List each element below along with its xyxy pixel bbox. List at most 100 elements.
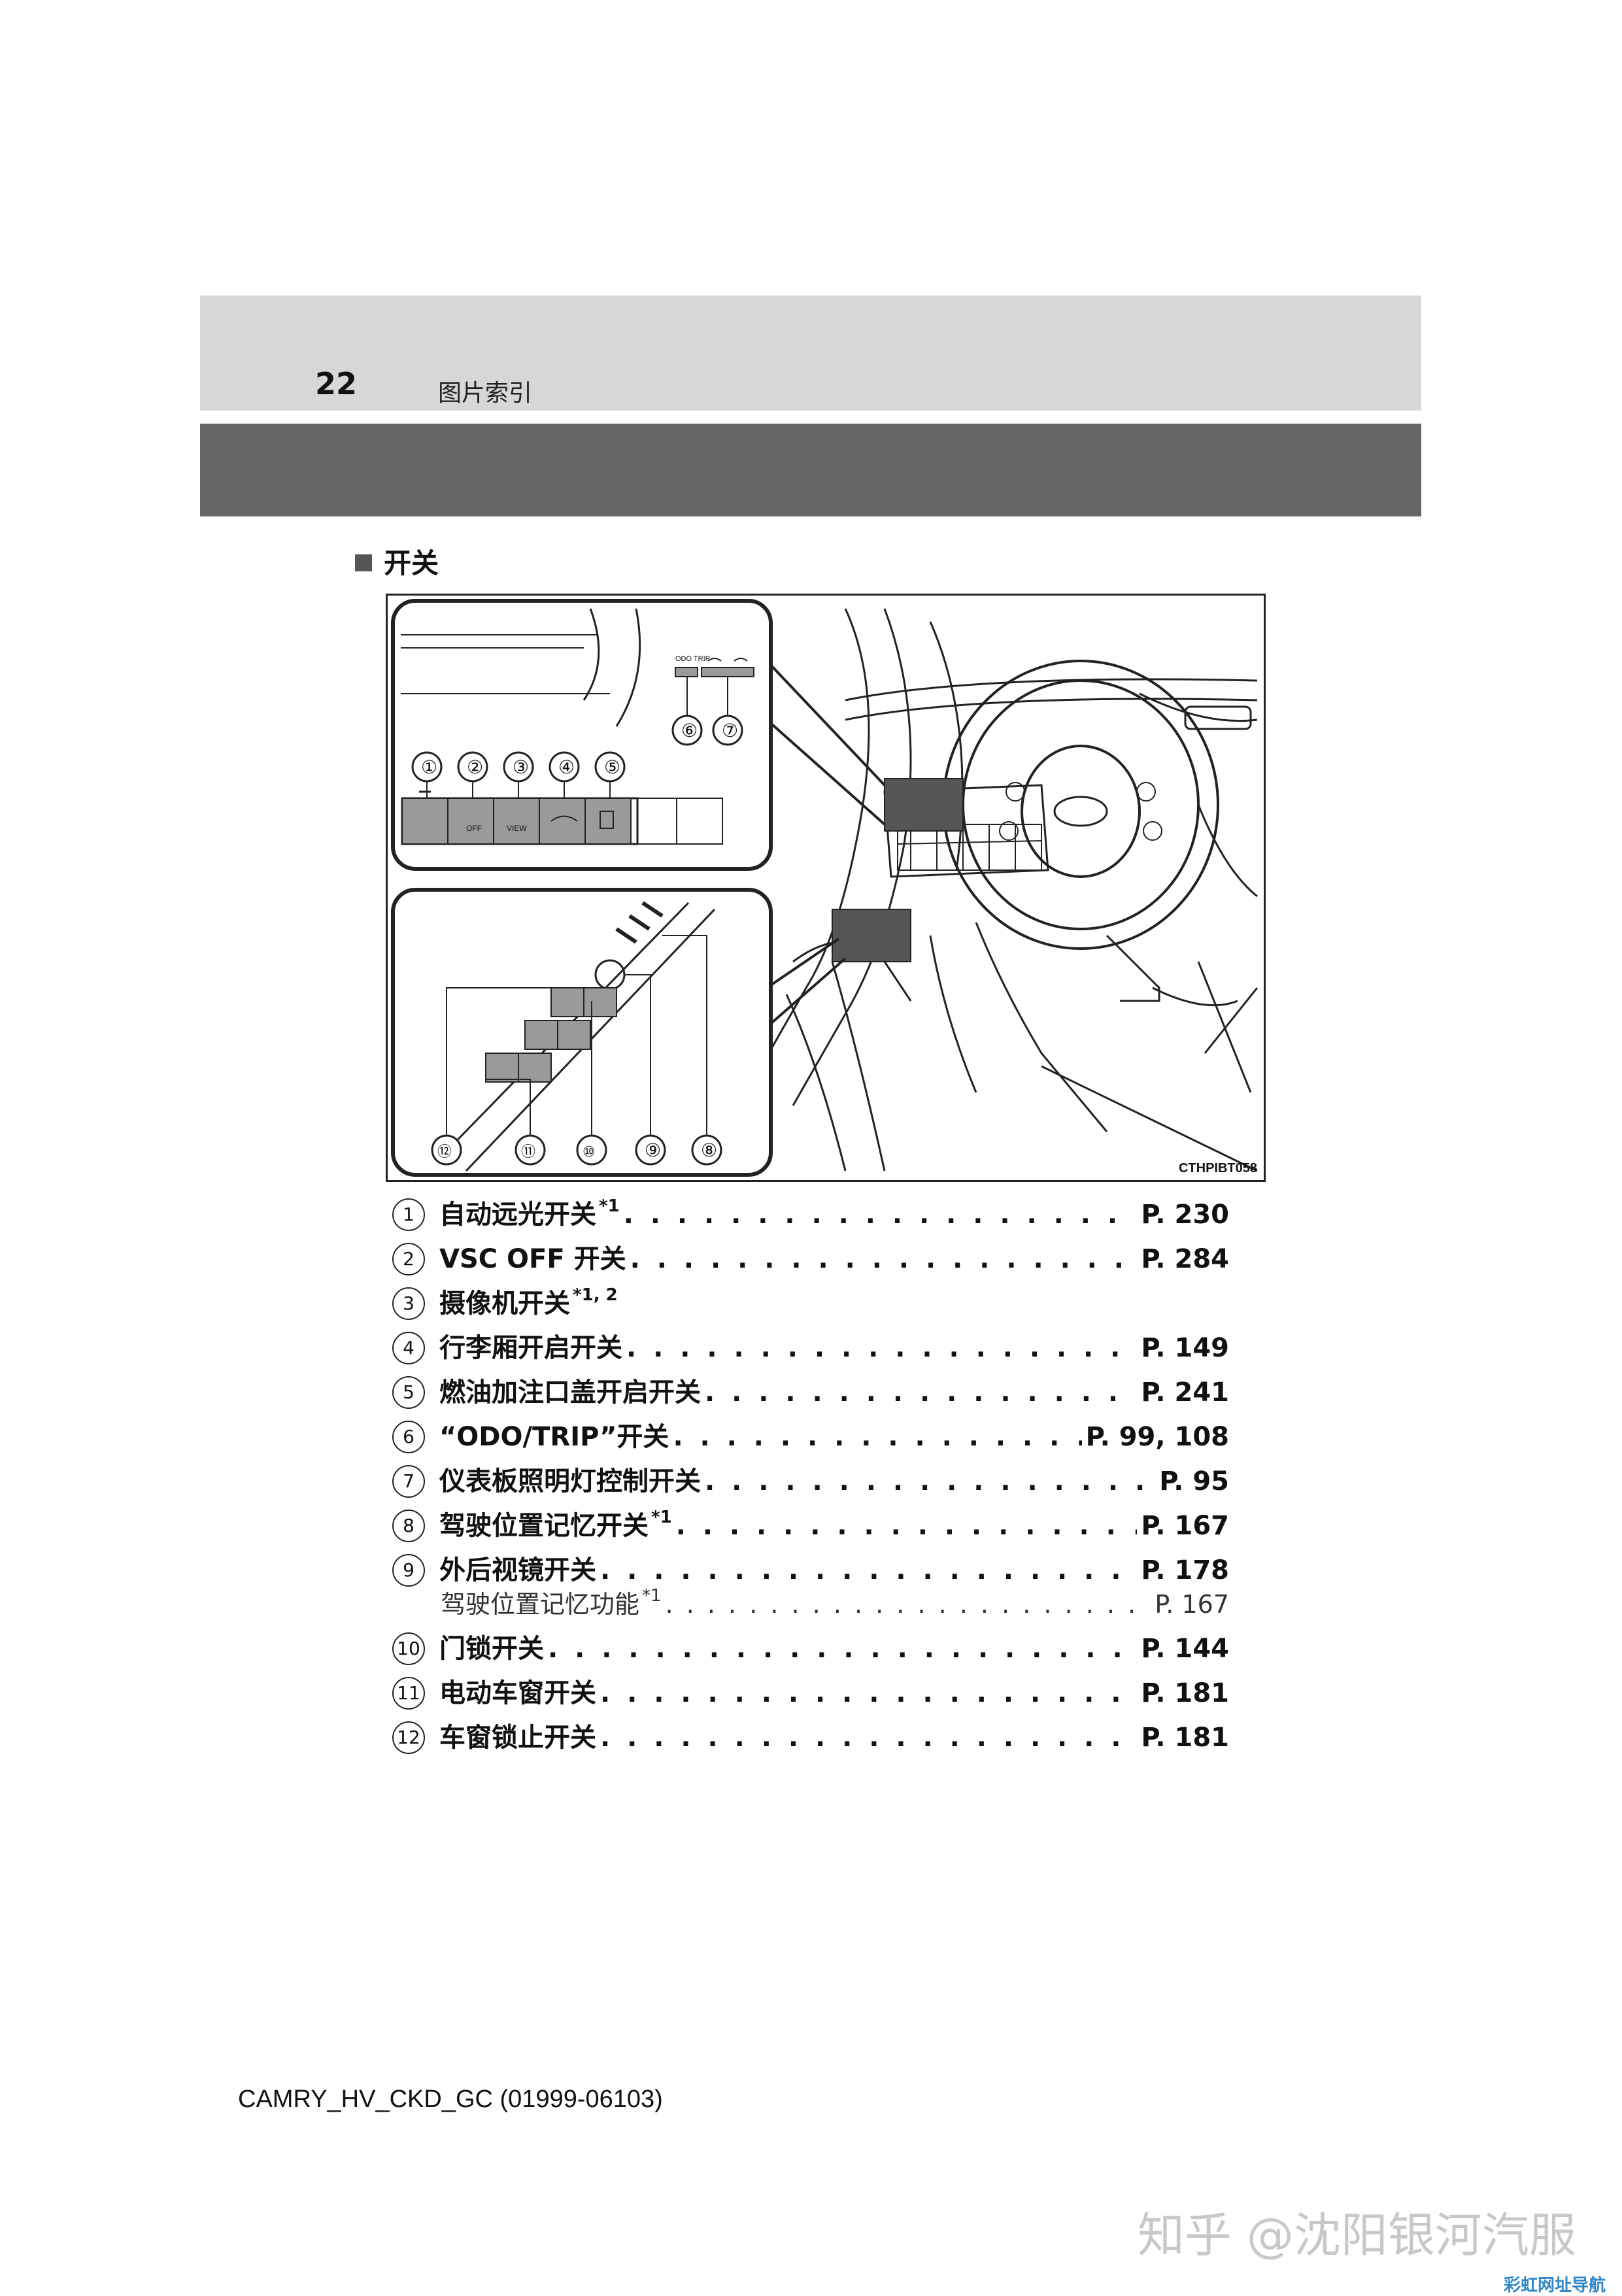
document-code: CAMRY_HV_CKD_GC (01999-06103): [238, 2085, 663, 2113]
callout-5: ⑤: [604, 757, 620, 777]
section-heading: 开关: [355, 541, 439, 581]
index-row: 3 摄像机开关*1, 2: [392, 1275, 1229, 1320]
switch-index-list: 1 自动远光开关*1 P. 230 2 VSC OFF 开关 P. 284 3 摄像机开关*1…: [392, 1187, 1229, 1754]
callout-12: ⑫: [437, 1143, 452, 1160]
watermark: 知乎 @沈阳银河汽服: [1138, 2208, 1576, 2263]
index-subrow: 驾驶位置记忆功能*1 P. 167: [392, 1586, 1229, 1621]
leader-dots: [548, 1632, 1137, 1665]
index-row: 6 “ODO/TRIP”开关 P. 99, 108: [392, 1409, 1229, 1453]
leader-dots: [600, 1677, 1137, 1710]
header-dark-band: [200, 424, 1421, 516]
leader-dots: [666, 1588, 1151, 1621]
item-number: 1: [392, 1198, 425, 1231]
inset-door-switches: [391, 888, 773, 1177]
callout-10: ⑩: [583, 1143, 596, 1160]
callout-8: ⑧: [701, 1140, 717, 1160]
index-row: 5燃油加注口盖开启开关P. 241: [392, 1364, 1229, 1409]
dashboard-illustration: OFF VIEW ODO TRIP ① ② ③ ④ ⑤ ⑥ ⑦: [391, 599, 1259, 1177]
item-number: 3: [392, 1287, 425, 1320]
highlight-dash-switches: [884, 778, 964, 832]
leader-dots: [626, 1332, 1137, 1364]
item-label: VSC OFF 开关: [439, 1244, 626, 1274]
leader-dots: [673, 1421, 1081, 1453]
switch-location-figure: OFF VIEW ODO TRIP ① ② ③ ④ ⑤ ⑥ ⑦: [386, 594, 1266, 1182]
item-label: 仪表板照明灯控制开关: [439, 1466, 701, 1496]
inset-dashboard-switches: OFF VIEW ODO TRIP: [391, 599, 773, 871]
item-number: 2: [392, 1243, 425, 1275]
item-label: 电动车窗开关: [439, 1678, 596, 1708]
figure-code: CTHPIBT058: [1178, 1161, 1257, 1175]
page-reference[interactable]: P. 149: [1141, 1333, 1229, 1363]
item-label: 燃油加注口盖开启开关: [439, 1377, 701, 1408]
item-number: 6: [392, 1421, 425, 1453]
item-label: “ODO/TRIP”开关: [439, 1422, 669, 1452]
dashboard-drawing: [752, 608, 1259, 1172]
item-label: 外后视镜开关: [439, 1555, 596, 1585]
corner-logo: 彩虹网址导航: [1504, 2276, 1606, 2295]
page-reference[interactable]: P. 167: [1141, 1511, 1229, 1541]
leader-dots: [630, 1243, 1138, 1275]
item-number: 9: [392, 1554, 425, 1587]
item-number: 11: [392, 1677, 425, 1710]
odo-trip-label: ODO TRIP: [675, 655, 710, 663]
index-row: 11 电动车窗开关 P. 181: [392, 1665, 1229, 1710]
leader-dots: [624, 1198, 1138, 1231]
item-number: 7: [392, 1465, 425, 1498]
index-row: 7 仪表板照明灯控制开关 P. 95: [392, 1453, 1229, 1498]
callouts-inset-2: ⑫ ⑪ ⑩ ⑨ ⑧: [431, 935, 722, 1166]
callout-4: ④: [558, 757, 575, 777]
callout-2: ②: [467, 757, 483, 777]
header-band: [200, 295, 1421, 411]
item-label: 车窗锁止开关: [439, 1723, 596, 1753]
index-row: 9 外后视镜开关 P. 178: [392, 1542, 1229, 1587]
item-label: 驾驶位置记忆开关*1: [439, 1508, 672, 1541]
section-title: 图片索引: [438, 380, 533, 407]
page-reference[interactable]: P. 181: [1141, 1723, 1229, 1753]
page-reference[interactable]: P. 230: [1141, 1200, 1229, 1230]
callouts-inset-1: ① ② ③ ④ ⑤ ⑥ ⑦: [411, 677, 743, 798]
index-row: 4 行李厢开启开关 P. 149: [392, 1320, 1229, 1364]
page-reference[interactable]: P. 99, 108: [1085, 1422, 1229, 1452]
index-row: 12 车窗锁止开关 P. 181: [392, 1710, 1229, 1754]
page-reference[interactable]: P. 181: [1141, 1678, 1229, 1708]
leader-dots: [705, 1376, 1137, 1409]
leader-dots: [600, 1721, 1137, 1754]
item-label: 行李厢开启开关: [439, 1333, 622, 1363]
page-reference[interactable]: P. 144: [1141, 1634, 1229, 1664]
page-reference[interactable]: P. 95: [1159, 1466, 1229, 1496]
item-number: 12: [392, 1721, 425, 1754]
index-row: 1 自动远光开关*1 P. 230: [392, 1187, 1229, 1231]
page-reference[interactable]: P. 241: [1141, 1377, 1229, 1408]
callout-6: ⑥: [681, 720, 698, 741]
highlight-door-switches: [832, 909, 911, 962]
page-reference[interactable]: P. 167: [1155, 1590, 1229, 1619]
leader-dots: [676, 1510, 1138, 1542]
callout-3: ③: [513, 757, 529, 777]
page-reference[interactable]: P. 178: [1141, 1555, 1229, 1585]
index-row: 8 驾驶位置记忆开关*1 P. 167: [392, 1498, 1229, 1542]
item-label: 摄像机开关*1, 2: [439, 1285, 618, 1319]
callout-7: ⑦: [722, 720, 738, 741]
view-label: VIEW: [507, 824, 527, 833]
footnote-marker: *1: [599, 1196, 620, 1216]
item-label: 门锁开关: [439, 1634, 544, 1664]
item-label: 自动远光开关*1: [439, 1196, 620, 1230]
footnote-marker: *1: [642, 1586, 662, 1606]
leader-dots: [705, 1465, 1155, 1498]
page-reference[interactable]: P. 284: [1141, 1244, 1229, 1274]
callout-9: ⑨: [645, 1140, 661, 1160]
vsc-off-label: OFF: [466, 824, 482, 833]
item-label: 驾驶位置记忆功能*1: [441, 1586, 662, 1619]
index-row: 10 门锁开关 P. 144: [392, 1621, 1229, 1665]
item-number: 4: [392, 1332, 425, 1364]
footnote-marker: *1, 2: [573, 1285, 618, 1305]
item-number: 10: [392, 1632, 425, 1665]
page-number: 22: [315, 366, 358, 401]
index-row: 2 VSC OFF 开关 P. 284: [392, 1231, 1229, 1275]
footnote-marker: *1: [651, 1508, 672, 1527]
callout-11: ⑪: [521, 1143, 535, 1160]
leader-dots: [600, 1554, 1137, 1587]
item-number: 8: [392, 1510, 425, 1542]
square-bullet-icon: [355, 554, 372, 571]
callout-1: ①: [421, 757, 437, 777]
